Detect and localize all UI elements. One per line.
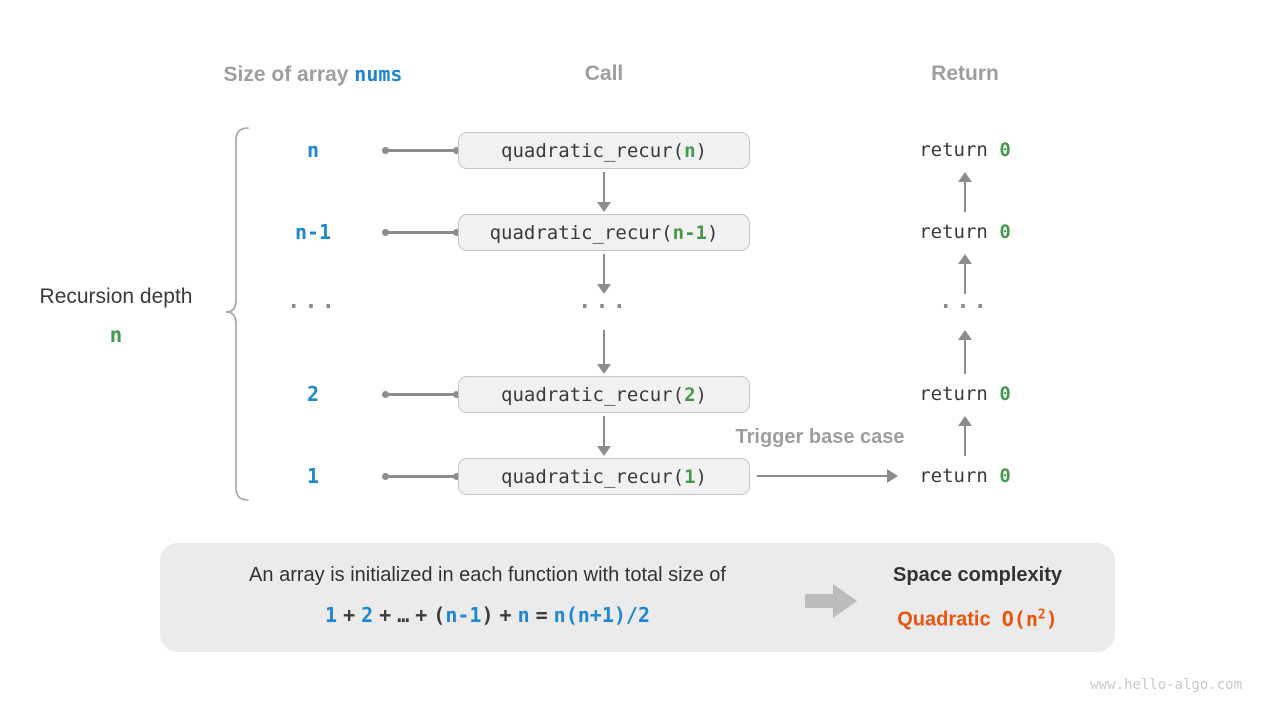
call-arg: 2: [684, 383, 696, 406]
connector-line: [382, 473, 460, 479]
big-o-notation: O(n2): [1002, 607, 1058, 631]
call-box-n: quadratic_recur(n): [458, 132, 750, 169]
return-statement: return 0: [885, 137, 1045, 163]
formula-result: n(n+1)/2: [553, 603, 650, 627]
summary-formula: 1+2+…+(n-1)+n=n(n+1)/2: [170, 601, 805, 629]
arrow-down-icon: [596, 254, 612, 294]
complexity-word: Quadratic: [897, 608, 991, 631]
call-close-paren: ): [695, 465, 707, 488]
formula-ellipsis: …: [397, 603, 410, 627]
call-ellipsis: ...: [578, 289, 630, 314]
call-fn-text: quadratic_recur(: [501, 383, 685, 406]
arrow-up-icon: [957, 330, 973, 374]
return-value: 0: [999, 383, 1011, 405]
header-return: Return: [931, 62, 999, 85]
header-call: Call: [584, 62, 624, 85]
call-arg: n-1: [672, 221, 707, 244]
formula-plus: +: [499, 603, 512, 627]
call-arg: n: [684, 139, 696, 162]
formula-equals: =: [535, 603, 548, 627]
return-statement: return 0: [885, 219, 1045, 245]
recursion-depth-value: n: [109, 323, 123, 347]
call-box-n-1: quadratic_recur(n-1): [458, 214, 750, 251]
header-nums-code: nums: [354, 62, 403, 86]
connector-line: [382, 229, 460, 235]
call-fn-text: quadratic_recur(: [501, 465, 685, 488]
formula-paren: ): [481, 603, 494, 627]
arrow-down-icon: [596, 330, 612, 374]
call-close-paren: ): [695, 139, 707, 162]
call-fn-text: quadratic_recur(: [501, 139, 685, 162]
return-value: 0: [999, 465, 1011, 487]
arrow-down-icon: [596, 172, 612, 212]
arrow-down-icon: [596, 416, 612, 456]
trigger-base-case-label: Trigger base case: [735, 426, 905, 448]
connector-line: [382, 391, 460, 397]
size-label-2: 2: [306, 382, 320, 406]
return-statement: return 0: [885, 381, 1045, 407]
formula-paren: (: [433, 603, 446, 627]
call-box-2: quadratic_recur(2): [458, 376, 750, 413]
header-size-of-array: Size of array nums: [193, 60, 433, 88]
call-close-paren: ): [706, 221, 719, 244]
call-fn-text: quadratic_recur(: [489, 221, 673, 244]
formula-term: n-1: [445, 603, 482, 627]
recursion-depth-label: Recursion depth: [39, 285, 193, 308]
big-o-exponent: 2: [1037, 607, 1046, 622]
brace-icon: [225, 127, 249, 501]
summary-panel: An array is initialized in each function…: [160, 543, 1115, 652]
return-ellipsis: ...: [939, 289, 991, 314]
size-label-n: n: [306, 138, 320, 162]
connector-line: [382, 147, 460, 153]
summary-line1: An array is initialized in each function…: [249, 564, 726, 586]
formula-term: 2: [361, 603, 374, 627]
big-arrow-right-icon: [805, 584, 857, 618]
size-label-1: 1: [306, 464, 320, 488]
return-value: 0: [999, 221, 1011, 243]
return-statement: return 0: [885, 463, 1045, 489]
big-o-open: O(n: [1001, 606, 1038, 631]
space-complexity-title: Space complexity: [893, 564, 1062, 586]
call-arg: 1: [684, 465, 696, 488]
formula-term: 1: [325, 603, 338, 627]
arrow-right-icon: [757, 469, 898, 483]
watermark: www.hello-algo.com: [1090, 677, 1242, 693]
size-ellipsis: ...: [287, 289, 339, 314]
size-label-n-1: n-1: [294, 220, 332, 244]
arrow-up-icon: [957, 416, 973, 456]
formula-plus: +: [343, 603, 356, 627]
return-keyword: return: [919, 139, 1000, 161]
return-keyword: return: [919, 221, 1000, 243]
call-close-paren: ): [695, 383, 707, 406]
formula-plus: +: [415, 603, 428, 627]
space-complexity-value: Quadratic O(n2): [850, 601, 1105, 631]
formula-plus: +: [379, 603, 392, 627]
formula-term: n: [517, 603, 530, 627]
call-box-1: quadratic_recur(1): [458, 458, 750, 495]
big-o-close: ): [1045, 606, 1058, 631]
header-size-label: Size of array: [223, 63, 355, 86]
return-keyword: return: [919, 465, 1000, 487]
arrow-up-icon: [957, 254, 973, 294]
arrow-up-icon: [957, 172, 973, 212]
return-value: 0: [999, 139, 1011, 161]
return-keyword: return: [919, 383, 1000, 405]
